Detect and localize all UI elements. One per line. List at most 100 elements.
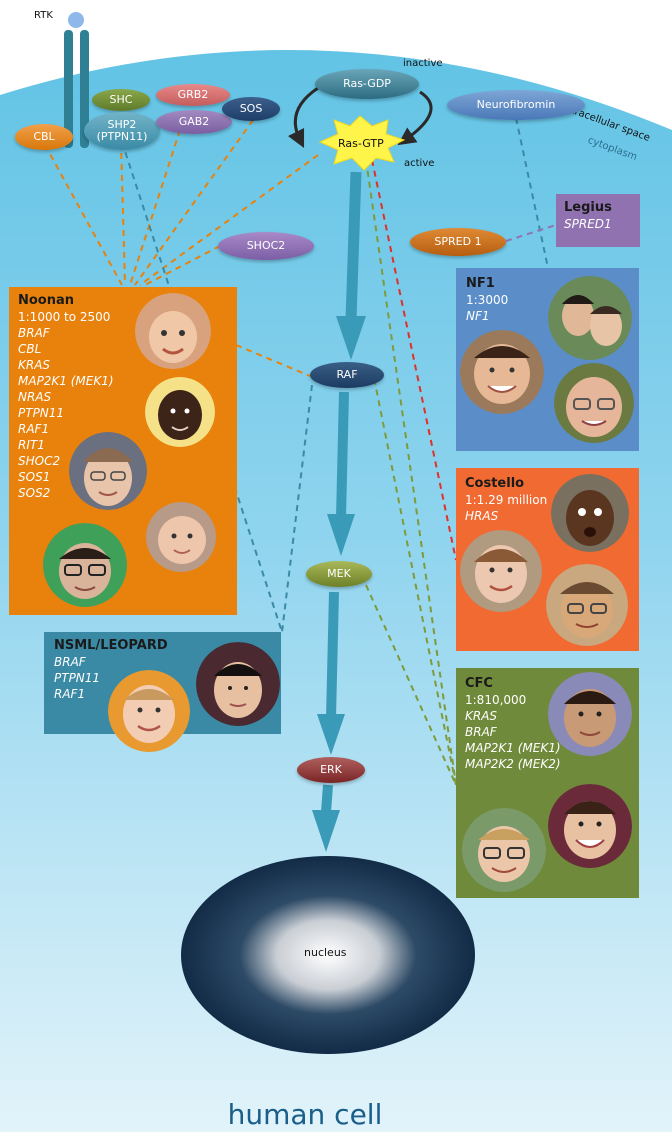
link-shp2-noonan (120, 141, 126, 286)
noonan-gene: BRAF (18, 326, 50, 340)
link-noonan-raf (235, 344, 311, 377)
noonan-gene: CBL (18, 342, 42, 356)
cfc-prevalence: 1:810,000 (465, 693, 527, 707)
link-raf-cfc (371, 367, 457, 786)
costello-box: Costello 1:1.29 million HRAS (456, 468, 639, 651)
patient-photo (554, 363, 634, 443)
patient-photo (548, 276, 632, 360)
patient-photo (43, 523, 127, 607)
rtk-receptor-right (80, 30, 89, 148)
node-raf: RAF (310, 362, 384, 388)
noonan-gene: SOS1 (18, 470, 51, 484)
patient-photo (460, 330, 544, 414)
link-spred1-legius (505, 224, 557, 242)
legius-title: Legius (564, 200, 612, 215)
arrow-erk-nucleus (321, 784, 333, 813)
arrow-erk-nucleus-head (312, 810, 340, 852)
node-shc: SHC (92, 89, 150, 111)
ras-cycle-arrow-right (397, 90, 433, 146)
node-spred1: SPRED 1 (410, 228, 506, 256)
arrow-ras-raf-head (336, 316, 366, 360)
noonan-prevalence: 1:1000 to 2500 (18, 310, 111, 324)
cfc-gene: MAP2K1 (MEK1) (465, 741, 561, 755)
cfc-title: CFC (465, 676, 493, 691)
node-ras-gdp: Ras-GDP (315, 69, 419, 99)
noonan-title: Noonan (18, 293, 75, 308)
cfc-gene: BRAF (465, 725, 497, 739)
nf1-title: NF1 (466, 276, 495, 291)
nucleus-label: nucleus (304, 946, 347, 959)
node-mek: MEK (306, 561, 372, 587)
node-shp2-gene: (PTPN11) (96, 130, 148, 143)
nsml-box: NSML/LEOPARD BRAF PTPN11 RAF1 (44, 632, 281, 752)
noonan-gene: KRAS (18, 358, 51, 372)
arrow-raf-mek-head (327, 514, 355, 556)
node-ras-gtp: Ras-GTP (338, 137, 384, 150)
costello-gene: HRAS (465, 509, 499, 523)
patient-photo (146, 502, 216, 572)
cfc-gene: MAP2K2 (MEK2) (465, 757, 561, 771)
cfc-box: CFC 1:810,000 KRAS BRAF MAP2K1 (MEK1) MA… (456, 668, 639, 898)
node-shp2-name: SHP2 (107, 118, 137, 131)
arrow-mek-erk-head (317, 714, 345, 755)
node-gab2: GAB2 (156, 110, 232, 134)
node-shp2: SHP2 (PTPN11) (84, 112, 160, 150)
patient-photo (551, 474, 629, 552)
ras-gtp-star (318, 115, 406, 171)
patient-photo (108, 670, 190, 752)
ras-cycle-arrow-left (287, 86, 319, 149)
patient-photo (135, 293, 211, 369)
noonan-gene: MAP2K1 (MEK1) (18, 374, 114, 388)
noonan-gene: PTPN11 (18, 406, 65, 420)
costello-prevalence: 1:1.29 million (465, 493, 548, 507)
link-sos-noonan (134, 119, 254, 286)
noonan-gene: SOS2 (18, 486, 51, 500)
inactive-label: inactive (403, 58, 443, 69)
cell-caption: human cell (227, 1098, 383, 1131)
arrow-mek-erk (326, 591, 339, 719)
nf1-gene: NF1 (466, 309, 490, 323)
link-raf-nsml (281, 384, 313, 633)
nsml-gene: RAF1 (54, 687, 86, 701)
noonan-gene: RIT1 (18, 438, 45, 452)
arrow-raf-mek (336, 391, 349, 519)
link-rasgtp-costello (371, 159, 457, 561)
node-sos: SOS (222, 97, 280, 121)
nsml-gene: BRAF (54, 655, 86, 669)
noonan-gene: RAF1 (18, 422, 50, 436)
active-label: active (404, 158, 435, 169)
costello-title: Costello (465, 476, 525, 491)
patient-photo (145, 377, 215, 447)
patient-photo (460, 530, 542, 612)
node-erk: ERK (297, 757, 365, 783)
link-neurofibromin-nf1 (515, 117, 549, 269)
node-shoc2: SHOC2 (218, 232, 314, 260)
link-cbl-noonan (44, 144, 123, 286)
patient-photo (548, 784, 632, 868)
rtk-receptor-left (64, 30, 73, 148)
nf1-box: NF1 1:3000 NF1 (456, 268, 639, 451)
noonan-gene: SHOC2 (18, 454, 61, 468)
nf1-prevalence: 1:3000 (466, 293, 509, 307)
nsml-gene: PTPN11 (54, 671, 101, 685)
link-gab2-noonan (129, 129, 181, 286)
node-grb2: GRB2 (156, 84, 230, 106)
patient-photo (462, 808, 546, 892)
patient-photo (69, 432, 147, 510)
node-cbl: CBL (15, 124, 73, 150)
noonan-gene: NRAS (18, 390, 52, 404)
link-shoc2-noonan (144, 245, 221, 286)
legius-gene: SPRED1 (564, 217, 612, 231)
node-neurofibromin: Neurofibromin (447, 90, 585, 120)
nucleus (181, 856, 475, 1054)
link-mek-cfc (365, 584, 457, 786)
noonan-box: Noonan 1:1000 to 2500 BRAF CBL KRAS MAP2… (9, 287, 237, 615)
nsml-title: NSML/LEOPARD (54, 638, 168, 653)
rtk-ligand (68, 12, 84, 28)
link-rasgtp-noonan (139, 154, 319, 286)
patient-photo (548, 672, 632, 756)
patient-photo (196, 642, 280, 726)
rtk-label: RTK (34, 10, 53, 21)
cfc-gene: KRAS (465, 709, 498, 723)
